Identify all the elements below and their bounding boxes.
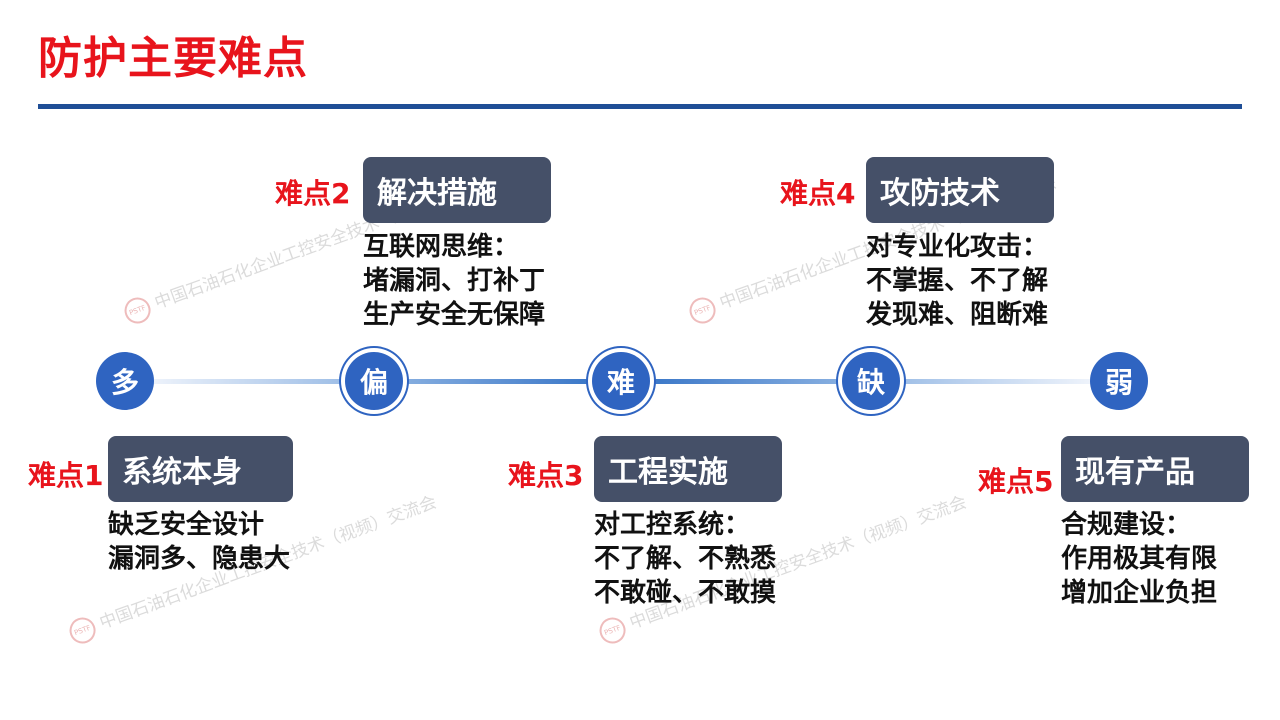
watermark-logo-icon: PSTF	[685, 293, 720, 328]
description-line: 不敢碰、不敢摸	[594, 578, 777, 608]
watermark-logo-icon: PSTF	[65, 613, 100, 648]
difficulty-3-description: 对工控系统： 不了解、不熟悉 不敢碰、不敢摸	[594, 508, 776, 610]
difficulty-5-box: 现有产品	[1061, 436, 1249, 502]
difficulty-2-tag: 难点2	[275, 177, 351, 210]
node-pian: 偏	[345, 352, 403, 410]
difficulty-1-box: 系统本身	[108, 436, 293, 502]
difficulty-4-description: 对专业化攻击： 不掌握、不了解 发现难、阻断难	[866, 230, 1048, 332]
difficulty-3-box: 工程实施	[594, 436, 782, 502]
difficulty-3-tag: 难点3	[508, 459, 584, 492]
description-line: 作用极其有限	[1061, 544, 1218, 574]
description-line: 合规建设：	[1061, 510, 1192, 540]
description-line: 增加企业负担	[1061, 578, 1218, 608]
description-line: 缺乏安全设计	[108, 510, 265, 540]
title-underline	[38, 104, 1242, 109]
node-nan: 难	[592, 352, 650, 410]
description-line: 发现难、阻断难	[866, 300, 1049, 330]
description-line: 生产安全无保障	[363, 300, 546, 330]
description-line: 堵漏洞、打补丁	[363, 266, 546, 296]
difficulty-2-box: 解决措施	[363, 157, 551, 223]
description-line: 对专业化攻击：	[866, 232, 1049, 262]
watermark-logo-icon: PSTF	[120, 293, 155, 328]
description-line: 不了解、不熟悉	[594, 544, 777, 574]
page-title: 防护主要难点	[38, 33, 308, 84]
description-line: 不掌握、不了解	[866, 266, 1049, 296]
difficulty-1-description: 缺乏安全设计 漏洞多、隐患大	[108, 508, 290, 576]
difficulty-1-tag: 难点1	[28, 459, 104, 492]
difficulty-5-tag: 难点5	[978, 465, 1054, 498]
difficulty-2-description: 互联网思维： 堵漏洞、打补丁 生产安全无保障	[363, 230, 545, 332]
node-ruo: 弱	[1090, 352, 1148, 410]
difficulty-5-description: 合规建设： 作用极其有限 增加企业负担	[1061, 508, 1217, 610]
difficulty-4-tag: 难点4	[780, 177, 856, 210]
description-line: 漏洞多、隐患大	[108, 544, 291, 574]
difficulty-4-box: 攻防技术	[866, 157, 1054, 223]
node-duo: 多	[96, 352, 154, 410]
description-line: 互联网思维：	[363, 232, 520, 262]
node-que: 缺	[842, 352, 900, 410]
description-line: 对工控系统：	[594, 510, 751, 540]
watermark-logo-icon: PSTF	[595, 613, 630, 648]
